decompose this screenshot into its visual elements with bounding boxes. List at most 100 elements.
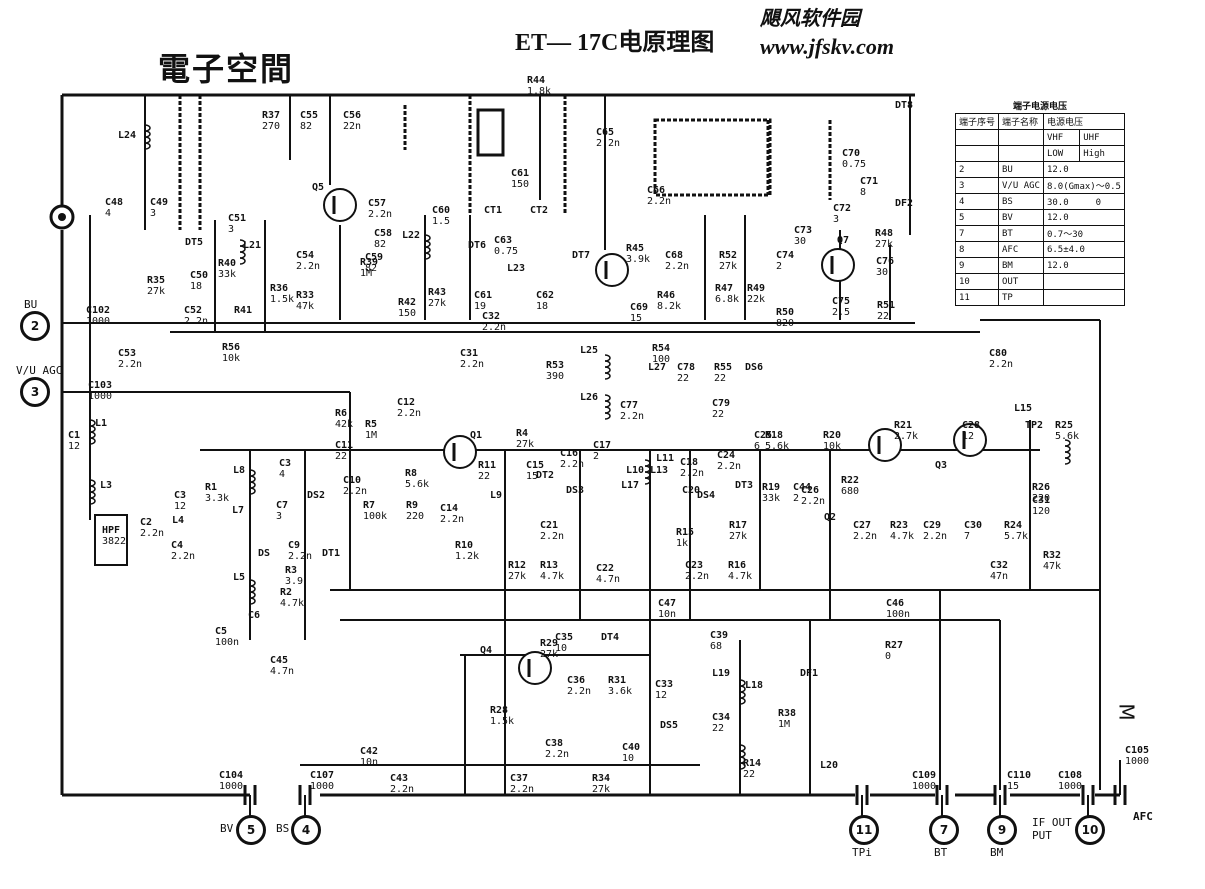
component-ref: C31 <box>460 348 479 359</box>
component-value: 19 <box>474 301 487 312</box>
component-ref: R47 <box>715 283 734 294</box>
component-ref: L22 <box>402 230 421 241</box>
component-ref: R51 <box>877 300 896 311</box>
component-tp2: TP2 <box>1025 420 1043 431</box>
component-value: 2.2n <box>288 551 313 562</box>
component-ref: C4 <box>171 540 184 551</box>
component-ref: C103 <box>88 380 113 391</box>
table-cell-name: V/U AGC <box>998 177 1044 194</box>
inductor-coil-icon <box>604 412 611 420</box>
transistors <box>323 188 987 685</box>
terminal-voltage-table: 端子电源电压 端子序号 端子名称 电源电压 VHF UHF LOW High 2… <box>954 98 1125 306</box>
component-l13: L13 <box>650 465 668 476</box>
component-l11: L11 <box>656 453 674 464</box>
component-value: 22 <box>712 409 725 420</box>
table-cell-value <box>1042 289 1125 306</box>
component-ref: R36 <box>270 283 289 294</box>
component-value: 1.5k <box>270 294 295 305</box>
component-value: 10k <box>222 353 241 364</box>
component-ref: L10 <box>626 465 645 476</box>
component-value: 120 <box>1032 506 1051 517</box>
component-l27: L27 <box>648 362 666 373</box>
shield-box <box>653 118 772 197</box>
table-cell-value: 30.0 0 <box>1042 193 1125 210</box>
component-ref: DT7 <box>572 250 591 261</box>
component-ref: R1 <box>205 482 218 493</box>
component-ref: R13 <box>540 560 559 571</box>
component-value: 2.2n <box>482 322 507 333</box>
component-value: 1000 <box>912 781 937 792</box>
table-cell-no: 8 <box>954 241 1000 258</box>
component-value: 2.2n <box>647 196 672 207</box>
component-ref: C18 <box>680 457 699 468</box>
pin-3: 3 <box>20 377 50 407</box>
component-ref: CT1 <box>484 205 503 216</box>
component-value: 5.6k <box>765 441 790 452</box>
component-ref: L23 <box>507 263 526 274</box>
component-value: 2.2n <box>923 531 948 542</box>
component-ds3: DS3 <box>566 485 584 496</box>
pin-9: 9 <box>987 815 1017 845</box>
component-value: 3.9 <box>285 576 304 587</box>
component-value: 100n <box>215 637 240 648</box>
component-ref: L18 <box>745 680 764 691</box>
component-value: 1M <box>365 430 378 441</box>
component-ref: C105 <box>1125 745 1150 756</box>
component-ref: C43 <box>390 773 409 784</box>
inductor-coil-icon <box>739 762 746 770</box>
component-value: 5.6k <box>1055 431 1080 442</box>
component-value: 1000 <box>88 391 113 402</box>
component-ref: R14 <box>743 758 762 769</box>
component-ref: C20 <box>682 485 701 496</box>
component-value: 100k <box>363 511 388 522</box>
component-l19: L19 <box>712 668 730 679</box>
component-value: 4.7n <box>270 666 295 677</box>
component-ref: R18 <box>765 430 784 441</box>
component-l23: L23 <box>507 263 525 274</box>
component-value: 22 <box>677 373 690 384</box>
component-ref: C71 <box>860 176 879 187</box>
table-cell-no: 3 <box>954 177 1000 194</box>
component-ref: C25 <box>754 430 773 441</box>
pin-2-label: BU <box>24 298 38 311</box>
component-value: 3.3k <box>205 493 230 504</box>
component-value: 6.8k <box>715 294 740 305</box>
component-ref: DT6 <box>468 240 487 251</box>
component-ref: C33 <box>655 679 674 690</box>
component-ref: Q7 <box>837 235 850 246</box>
table-cell-name: BT <box>998 225 1044 242</box>
component-ref: DT1 <box>322 548 341 559</box>
component-ref: C63 <box>494 235 513 246</box>
component-ref: C39 <box>710 630 729 641</box>
component-ref: R22 <box>841 475 860 486</box>
component-ref: C29 <box>923 520 942 531</box>
component-ref: C21 <box>540 520 559 531</box>
component-value: 10k <box>823 441 842 452</box>
component-ref: C23 <box>685 560 704 571</box>
component-ref: DS4 <box>697 490 716 501</box>
component-ref: R23 <box>890 520 909 531</box>
component-ref: R9 <box>406 500 419 511</box>
component-q5: Q5 <box>312 182 324 193</box>
component-value: 100 <box>652 354 671 365</box>
